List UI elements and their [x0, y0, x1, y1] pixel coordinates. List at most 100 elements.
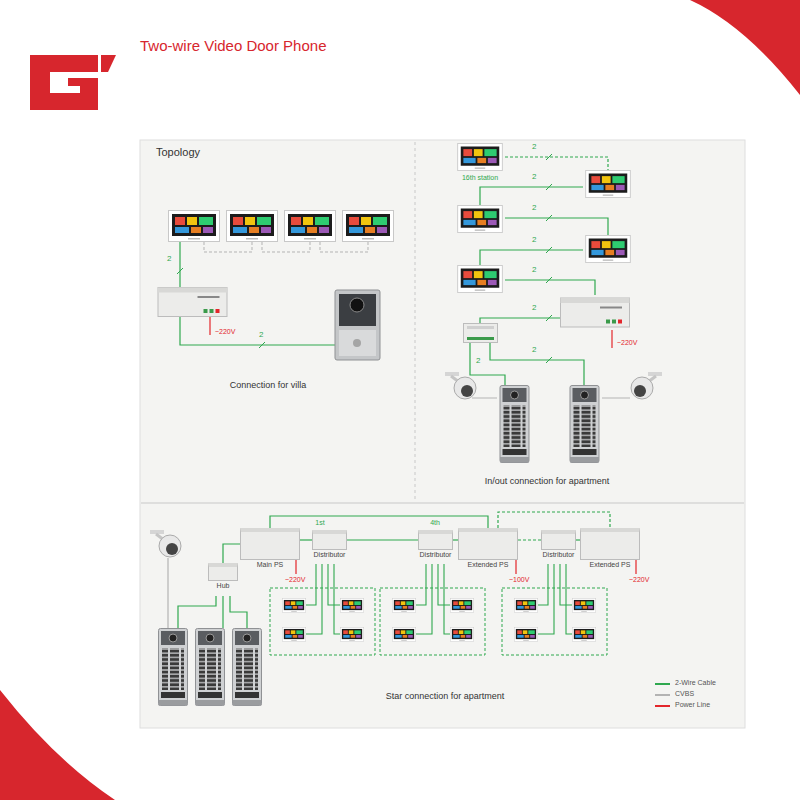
apartment-inout-section	[458, 265, 503, 292]
wire-count: 2	[531, 304, 537, 313]
section-caption: In/out connection for apartment	[484, 477, 611, 487]
apartment-inout-section	[480, 250, 583, 265]
apartment-star-section	[222, 596, 223, 628]
power-label: ~220V	[284, 576, 306, 584]
apartment-inout-section	[586, 235, 631, 262]
apartment-inout-section	[470, 343, 505, 385]
apartment-inout-section	[570, 386, 599, 463]
wire-count: 2	[166, 255, 172, 264]
villa-section	[177, 268, 183, 274]
apartment-star-section	[538, 564, 572, 634]
apartment-inout-section	[505, 280, 595, 295]
corner-decoration	[0, 690, 115, 800]
villa-section	[204, 242, 368, 252]
villa-section	[179, 242, 180, 287]
hub-box: Hub	[208, 563, 238, 581]
apartment-inout-section	[458, 143, 503, 170]
apartment-star-section	[282, 598, 306, 612]
apartment-star-section	[296, 560, 636, 574]
section-caption: Star connection for apartment	[385, 692, 506, 702]
apartment-star-section	[416, 564, 450, 634]
wire-count: 2	[475, 357, 481, 366]
wire-count: 2	[531, 204, 537, 213]
topology-panel	[141, 503, 744, 504]
villa-section	[209, 317, 210, 335]
device-caption: Main PS	[257, 561, 283, 569]
apartment-star-section	[230, 596, 247, 628]
apartment-inout-section	[546, 154, 552, 321]
apartment-star-section	[450, 598, 474, 612]
section-caption: Connection for villa	[229, 381, 308, 391]
wire-count: 2	[531, 236, 537, 245]
distributor-order: 1st	[314, 519, 325, 527]
section-heading: Topology	[155, 146, 201, 158]
device-label: Main PS	[257, 561, 283, 569]
villa-section	[350, 298, 364, 312]
apartment-star-section	[196, 629, 225, 706]
apartment-inout-section	[561, 298, 630, 327]
two-wire-cable	[223, 544, 240, 563]
two-wire-cable	[270, 516, 488, 528]
apartment-inout-section	[464, 324, 498, 343]
power-supply-box: Extended PS	[458, 528, 518, 560]
villa-section	[335, 290, 380, 360]
legend-swatch	[655, 683, 670, 685]
legend-text: Power Line	[675, 701, 710, 709]
wire-count: 2	[531, 143, 537, 152]
apartment-inout-section	[631, 372, 662, 399]
apartment-star-section	[159, 629, 188, 706]
topology-panel	[140, 140, 745, 728]
wire-count: 2	[531, 266, 537, 275]
two-wire-cable	[498, 512, 610, 528]
distributor-box: Distributor	[541, 530, 576, 550]
device-caption: Extended PS	[468, 561, 509, 569]
villa-section	[339, 330, 376, 356]
apartment-inout-section	[480, 318, 560, 323]
apartment-star-section	[306, 564, 340, 634]
page-title: Two-wire Video Door Phone	[140, 38, 327, 55]
villa-section	[227, 211, 278, 242]
legend-swatch	[655, 705, 670, 707]
villa-section	[259, 342, 265, 348]
two-wire-cable	[518, 539, 541, 540]
power-label: ~220V	[628, 576, 650, 584]
apartment-star-section	[340, 598, 364, 612]
device-label: Distributor	[420, 551, 452, 559]
apartment-inout-section	[631, 372, 662, 399]
brand-logo	[30, 55, 116, 110]
distributor-order: 4th	[429, 519, 441, 527]
device-label: Extended PS	[468, 561, 509, 569]
legend-text: 2-Wire Cable	[675, 679, 716, 687]
apartment-star-section	[514, 598, 538, 612]
device-caption: Extended PS	[590, 561, 631, 569]
wire-count: 2	[258, 331, 264, 340]
station-label: 16th station	[461, 174, 499, 182]
wire-count: 2	[531, 173, 537, 182]
apartment-star-section	[282, 627, 306, 641]
legend-swatch	[655, 694, 670, 696]
two-wire-cable	[300, 539, 312, 540]
apartment-star-section	[150, 530, 181, 557]
villa-section	[158, 211, 394, 361]
apartment-star-section	[514, 627, 538, 641]
apartment-star-section	[572, 598, 596, 612]
device-label: Extended PS	[590, 561, 631, 569]
two-wire-cable	[347, 539, 418, 540]
villa-section	[158, 288, 227, 317]
apartment-star-section	[150, 530, 636, 706]
apartment-inout-section	[472, 397, 630, 398]
apartment-star-section	[233, 629, 262, 706]
corner-decoration	[690, 0, 800, 95]
device-label: Distributor	[314, 551, 346, 559]
brand-logo	[30, 55, 98, 110]
power-supply-box: Extended PS	[580, 528, 640, 560]
apartment-inout-section	[586, 170, 631, 197]
villa-section	[169, 211, 220, 242]
villa-section	[353, 339, 361, 347]
villa-section	[339, 294, 376, 326]
apartment-star-section	[450, 627, 474, 641]
apartment-inout-section	[480, 187, 583, 205]
apartment-inout-section	[445, 143, 662, 462]
